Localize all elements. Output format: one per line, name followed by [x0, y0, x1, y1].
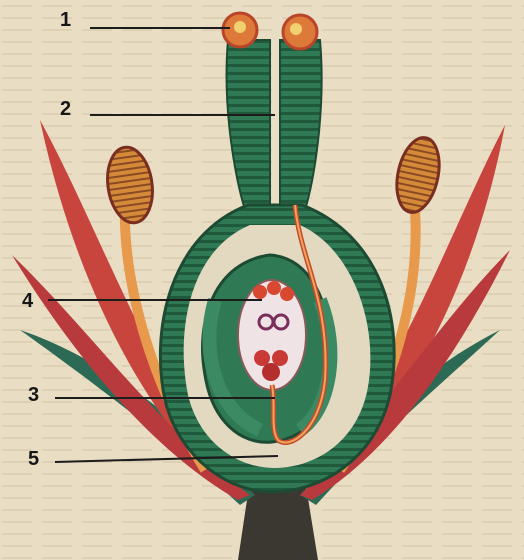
synergid-right — [272, 350, 288, 366]
egg-cell — [262, 363, 280, 381]
synergid-left — [254, 350, 270, 366]
callout-number-5: 5 — [28, 449, 39, 469]
callout-number-4: 4 — [22, 291, 33, 311]
callout-number-1: 1 — [60, 10, 71, 30]
callout-number-3: 3 — [28, 385, 39, 405]
callout-number-2: 2 — [60, 99, 71, 119]
